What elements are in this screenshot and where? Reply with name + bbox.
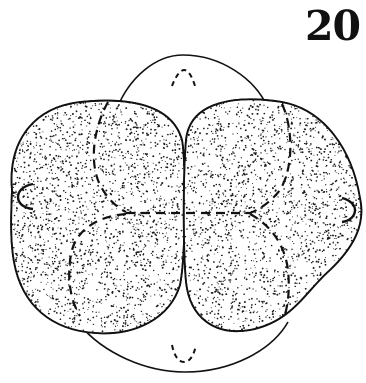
left-lobe — [7, 95, 190, 339]
figure-number: 20 — [278, 6, 360, 47]
right-lobe — [179, 93, 366, 339]
aperture-bottom — [172, 345, 196, 362]
aperture-top — [172, 70, 195, 86]
